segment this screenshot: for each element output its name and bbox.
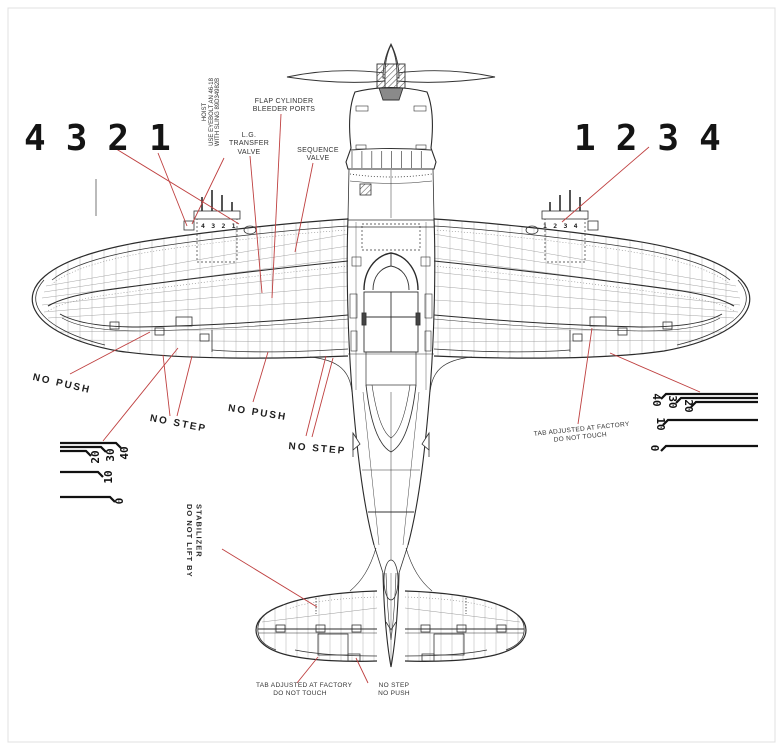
sequence-valve-line2: VALVE (306, 155, 330, 163)
right-wing (434, 190, 750, 368)
flap-scale-left-0: 0 (112, 497, 126, 505)
stencil-digit: 1 (149, 118, 171, 159)
canopy (361, 252, 421, 453)
lg-valve-line1: L.G. (241, 132, 257, 139)
callout-steps-bottom: NO STEP NO PUSH (374, 682, 414, 697)
callout-lg-valve: L.G. TRANSFER VALVE (222, 132, 276, 157)
callout-do-not-lift: DO NOT LIFT BY STABILIZER (184, 504, 204, 612)
stencil-numbers-right: 1 2 3 4 (574, 118, 721, 159)
stencil-digit: 2 (615, 118, 638, 159)
flap-scale-right-lines (660, 392, 758, 452)
do-not-lift-line2: STABILIZER (194, 504, 204, 558)
border-frame (7, 7, 776, 743)
flap-scale-right-10: 10 (654, 417, 668, 431)
propeller (286, 42, 496, 101)
callout-tab-bottom: TAB ADJUSTED AT FACTORY DO NOT TOUCH (256, 682, 353, 697)
stabilizer-right (405, 588, 526, 664)
stencil-digit: 4 (24, 118, 46, 159)
flap-scale-left-30: 30 (103, 448, 117, 462)
hoist-line1: HOIST (201, 102, 208, 122)
steps-bottom-line1: NO STEP (378, 682, 410, 689)
do-not-lift-line1: DO NOT LIFT BY (184, 504, 194, 578)
flap-scale-right-0: 0 (648, 444, 662, 452)
cowling (345, 87, 437, 170)
flap-scale-left-lines (60, 441, 122, 503)
steps-bottom-line2: NO PUSH (378, 689, 410, 697)
stencil-digit: 4 (699, 118, 721, 159)
flap-scale-right-30: 30 (666, 395, 680, 409)
lg-valve-line2: TRANSFER (228, 140, 270, 148)
lg-valve-line3: VALVE (237, 148, 261, 156)
flap-bleeder-line2: BLEEDER PORTS (252, 106, 316, 114)
flap-bleeder-line1: FLAP CYLINDER (254, 98, 314, 105)
stencil-digit: 2 (107, 118, 130, 159)
vertical-fin (382, 559, 400, 668)
stencil-digit: 3 (657, 118, 680, 159)
tab-bottom-line2: DO NOT TOUCH (273, 689, 327, 697)
flap-scale-left-10: 10 (101, 470, 115, 484)
callout-sequence-valve: SEQUENCE VALVE (291, 147, 345, 164)
wing-gun-numbers-left: 4 3 2 1 (201, 222, 237, 230)
flap-scale-left-20: 20 (88, 450, 102, 464)
callout-flap-bleeder: FLAP CYLINDER BLEEDER PORTS (250, 98, 318, 115)
fuselage (309, 168, 473, 592)
leader-lines (69, 113, 701, 684)
stencil-digit: 3 (65, 118, 88, 159)
tab-bottom-line1: TAB ADJUSTED AT FACTORY (256, 682, 353, 689)
flap-scale-right-20: 20 (682, 399, 696, 413)
flap-scale-right-40: 40 (650, 393, 664, 407)
stabilizer-left (255, 590, 378, 662)
left-wing (31, 190, 349, 359)
sequence-valve-line1: SEQUENCE (297, 147, 339, 154)
stencil-digit: 1 (574, 118, 596, 159)
wing-gun-numbers-right: 1 2 3 4 (543, 222, 579, 230)
hoist-line2: USE EYEBOLT AN 46-18 (208, 78, 215, 146)
flap-scale-left-40: 40 (117, 446, 131, 460)
stencil-numbers-left: 4 3 2 1 (24, 118, 171, 159)
